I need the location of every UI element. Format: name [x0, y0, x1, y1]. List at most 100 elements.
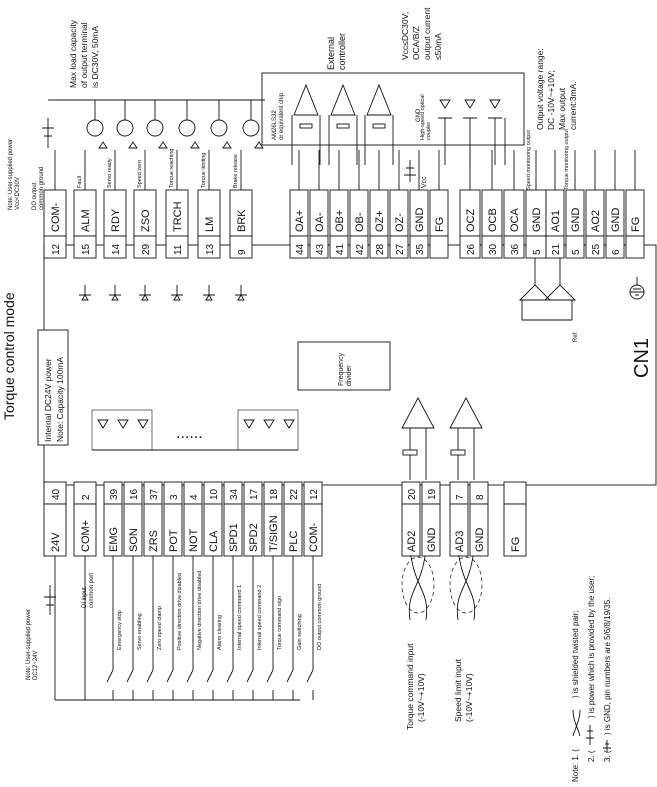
cn1-label: CN1 [631, 338, 653, 378]
input-switch-icon [206, 669, 214, 700]
receiver-z-icon [366, 83, 392, 116]
top-pin-number-cell [481, 235, 503, 259]
top-pin-description: Servo ready [107, 158, 113, 188]
receiver-a-icon [293, 83, 319, 116]
bottom-pin-number: 22 [289, 488, 300, 500]
top-pin-number-cell [289, 235, 309, 259]
top-pin-number-cell [565, 235, 585, 259]
bottom-pin-number: 37 [149, 488, 160, 500]
bottom-pin-signal: GND [474, 528, 486, 553]
output-transistor-icon [139, 285, 151, 301]
output-transistor-icon [109, 285, 121, 301]
bottom-pin-number: 18 [269, 488, 280, 500]
top-pin-number: 12 [51, 243, 62, 255]
vcc-battery-icon [404, 160, 416, 182]
twisted-pair-speed-icon [456, 549, 476, 621]
bottom-pin-signal: PLC [288, 531, 300, 552]
note-2-prefix: 2. ( [587, 750, 596, 762]
bottom-pin-description: Positive direction drive disabled [177, 573, 183, 650]
vcc-note-line3: output current [422, 7, 432, 60]
top-pin-number-cell [389, 235, 409, 259]
bottom-pin-signal: SPD2 [248, 523, 260, 552]
optocoupler-group [438, 99, 506, 165]
top-pin-number: 44 [295, 243, 306, 255]
bottom-pin-number-cell [503, 481, 527, 505]
bottom-pin-number: 40 [51, 488, 62, 500]
vcc-note-line1: Vcc≤DC30V; [400, 12, 410, 60]
top-pin-number: 5 [532, 249, 543, 255]
top-pin-number: 9 [237, 249, 248, 255]
top-pin-signal: AO1 [550, 210, 562, 232]
top-pin-signal: OA- [314, 212, 326, 232]
top-pin-number-cell [409, 235, 429, 259]
top-pin-number: 14 [111, 243, 122, 255]
bottom-pin-number: 20 [407, 488, 418, 500]
bottom-pin-number: 16 [129, 488, 140, 500]
bottom-pin-number: 2 [81, 494, 92, 500]
bottom-pin-signal: AD2 [406, 531, 418, 552]
top-pin-fg-14: FG [429, 150, 449, 259]
top-pin-signal: OB+ [334, 210, 346, 232]
internal-power-line1: Internal DC24V power [43, 358, 53, 442]
bottom-pin-signal: 24V [50, 532, 62, 552]
top-pin-signal: BRK [236, 209, 248, 232]
twisted-pair-legend-icon [572, 709, 581, 737]
output-transistor-icon [171, 285, 183, 301]
top-pin-number-cell [309, 235, 329, 259]
bottom-pin-signal-cell [469, 503, 489, 557]
top-pin-signal: OZ- [394, 213, 406, 232]
note-3-prefix: 3. ( [603, 750, 612, 762]
input-switch-icon [226, 669, 234, 700]
flyback-diode-icon [128, 141, 138, 149]
bottom-pin-signal: SPD1 [228, 523, 240, 552]
flyback-diode-icon [158, 141, 168, 149]
bottom-pin-signal-cell [401, 503, 421, 557]
bottom-pin-signal: POT [168, 529, 180, 552]
top-pin-signal: OA+ [294, 210, 306, 232]
frequency-divider-box [297, 341, 391, 391]
chip-line1: AM26LS32 [272, 110, 278, 140]
top-pin-signal: OB- [354, 212, 366, 232]
top-pin-number-cell [103, 235, 127, 259]
top-pin-number-cell [43, 235, 67, 259]
top-pin-number: 25 [591, 243, 602, 255]
top-pin-signal: FG [434, 217, 446, 232]
user-power-out-line2: Vcc<DC30V [15, 177, 21, 210]
twisted-pair-torque-icon [408, 549, 428, 621]
input-switch-icon [126, 669, 134, 700]
bottom-pin-signal: COM- [308, 522, 320, 552]
top-pin-number-cell [349, 235, 369, 259]
user-power-out-line1: Note: User-supplied power [8, 139, 14, 210]
bottom-pin-signal: SON [128, 528, 140, 552]
bottom-pin-description: Servo enabling [137, 613, 143, 650]
bottom-pin-description: Torque command sign [277, 596, 283, 650]
top-pin-number-cell [585, 235, 605, 259]
bottom-pin-signal-cell [449, 503, 469, 557]
line-receiver-group [291, 83, 394, 165]
top-pin-signal: GND [610, 208, 622, 233]
output-voltage-line3: Max output [557, 87, 567, 130]
top-pin-signal: OZ+ [374, 210, 386, 232]
top-pin-number: 41 [335, 243, 346, 255]
top-pin-number-cell [503, 235, 525, 259]
output-transistor-icon [79, 285, 91, 301]
bottom-pin-description: Internal speed command 1 [237, 585, 243, 650]
di-coupler-group [91, 409, 299, 451]
